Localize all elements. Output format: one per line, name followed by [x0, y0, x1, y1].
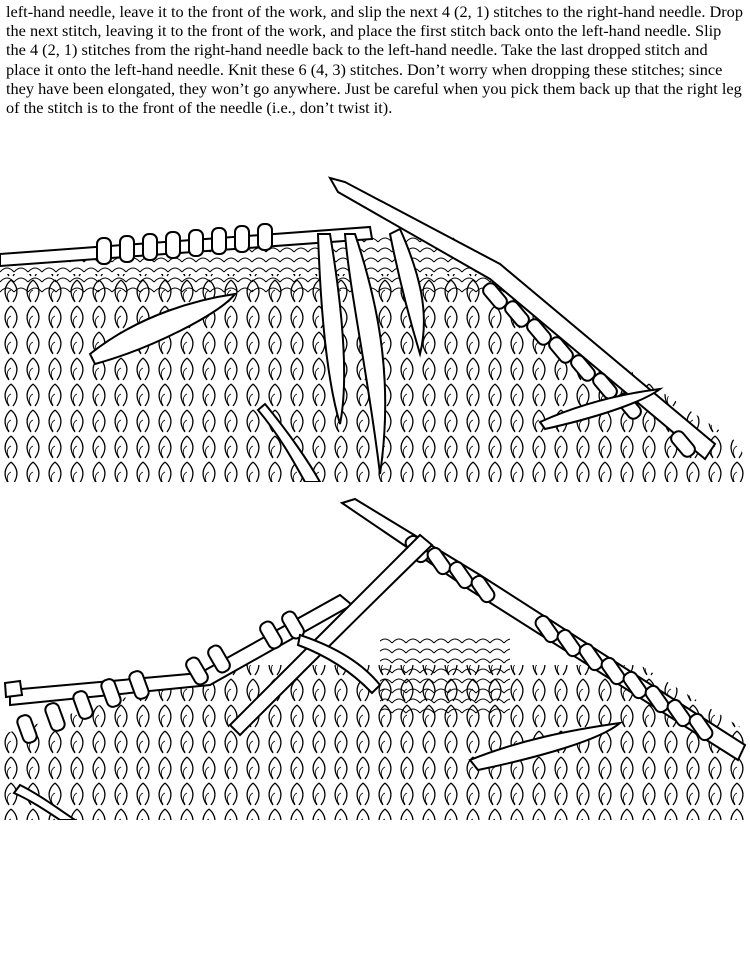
elongated-stitches: [88, 227, 664, 482]
fabric-area-2: [0, 635, 745, 820]
instruction-paragraph: left-hand needle, leave it to the front …: [6, 2, 743, 118]
knitting-illustration-1: [0, 174, 750, 482]
right-needle-loops: [482, 282, 696, 458]
crossed-stitches: [12, 533, 624, 820]
knitting-illustration-2: [0, 495, 750, 820]
left-needle-loops-2: [16, 610, 305, 744]
needle-loops: [96, 223, 273, 265]
